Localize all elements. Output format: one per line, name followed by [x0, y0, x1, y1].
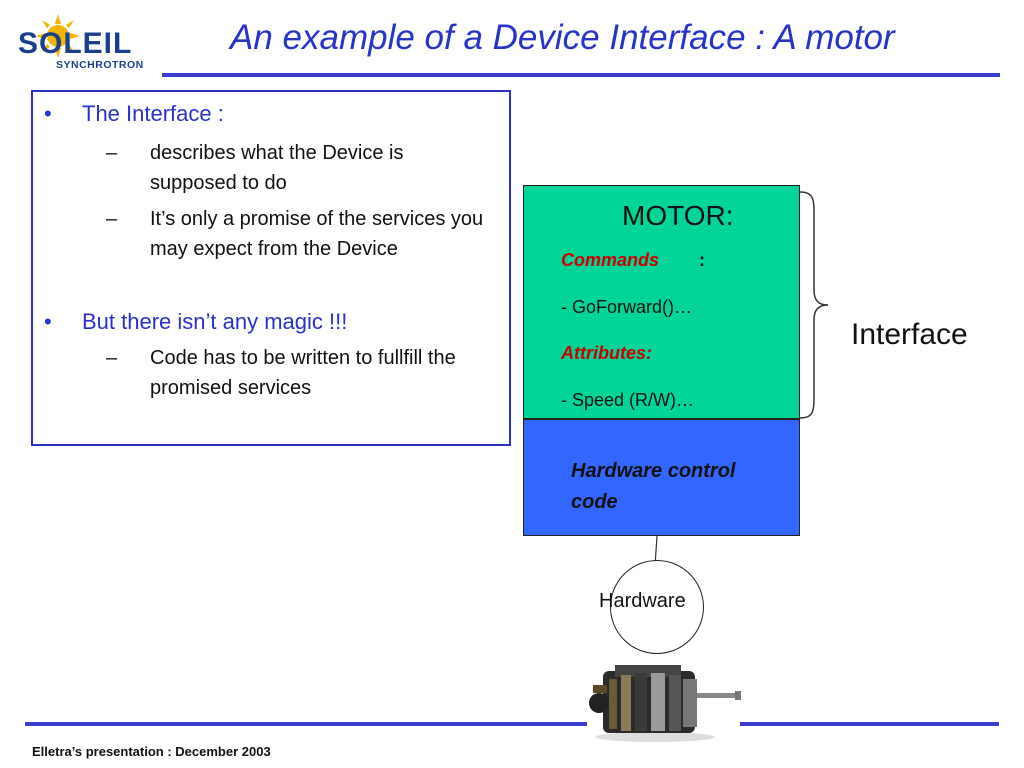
soleil-logo: SOLEIL SYNCHROTRON: [14, 14, 154, 76]
hardware-circle: [610, 560, 704, 654]
dash-marker: –: [106, 142, 118, 164]
hardware-control-box: [523, 419, 800, 536]
bullet-marker: •: [44, 101, 52, 126]
interface-box: [523, 185, 800, 419]
sun-icon: [36, 14, 80, 58]
commands-label: Commands: [561, 250, 660, 270]
sub-bullet-describes: – describes what the Device is supposed …: [106, 138, 495, 198]
motor-photo: [589, 665, 741, 742]
sub-bullet-describes-text: describes what the Device is supposed to…: [150, 142, 404, 194]
sub-bullet-promise-text: It’s only a promise of the services you …: [150, 208, 484, 260]
bullet-no-magic: • But there isn’t any magic !!!: [44, 309, 348, 335]
title-divider: [162, 73, 1000, 77]
footer-divider-right: [740, 722, 999, 726]
slide-title: An example of a Device Interface : A mot…: [230, 18, 895, 57]
bullet-text-box: [31, 90, 511, 446]
bullet-interface-text: The Interface :: [82, 101, 224, 126]
sub-bullet-promise: – It’s only a promise of the services yo…: [106, 204, 495, 264]
hardware-label: Hardware: [599, 590, 686, 612]
commands-colon: :: [699, 250, 705, 270]
interface-label: Interface: [851, 318, 968, 351]
bullet-no-magic-text: But there isn’t any magic !!!: [82, 309, 348, 334]
command-item: - GoForward()…: [561, 297, 693, 317]
logo-wordmark: SOLEIL: [18, 27, 133, 60]
interface-brace: [799, 191, 829, 419]
hardware-control-code-label: Hardware control code: [571, 460, 736, 513]
footer-divider-left: [25, 722, 587, 726]
attributes-label: Attributes:: [561, 343, 652, 363]
logo-subtitle: SYNCHROTRON: [56, 59, 144, 71]
dash-marker: –: [106, 208, 118, 230]
motor-title: MOTOR:: [622, 200, 734, 231]
attribute-item: - Speed (R/W)…: [561, 390, 695, 410]
bullet-interface: • The Interface :: [44, 101, 224, 127]
dash-marker: –: [106, 347, 118, 369]
bullet-marker: •: [44, 309, 52, 334]
sub-bullet-code-text: Code has to be written to fullfill the p…: [150, 347, 456, 399]
footer-text: Elletra’s presentation : December 2003: [32, 744, 271, 759]
sub-bullet-code: – Code has to be written to fullfill the…: [106, 343, 505, 403]
